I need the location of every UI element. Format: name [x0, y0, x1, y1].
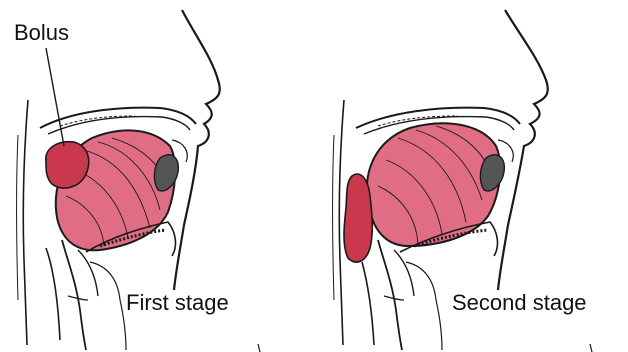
bolus-label: Bolus	[14, 22, 69, 44]
larynx-2	[378, 240, 402, 350]
face-profile-1	[174, 10, 220, 290]
tongue-2	[367, 123, 500, 246]
pharynx-wall-2	[339, 100, 344, 345]
larynx-1	[62, 240, 86, 350]
teeth-2	[480, 155, 504, 191]
first-stage-label: First stage	[126, 292, 229, 314]
bolus-2	[344, 174, 372, 262]
bolus-1	[46, 142, 89, 188]
pharynx-wall-1	[23, 100, 28, 345]
face-profile-2	[498, 10, 548, 290]
second-stage-label: Second stage	[452, 292, 587, 314]
